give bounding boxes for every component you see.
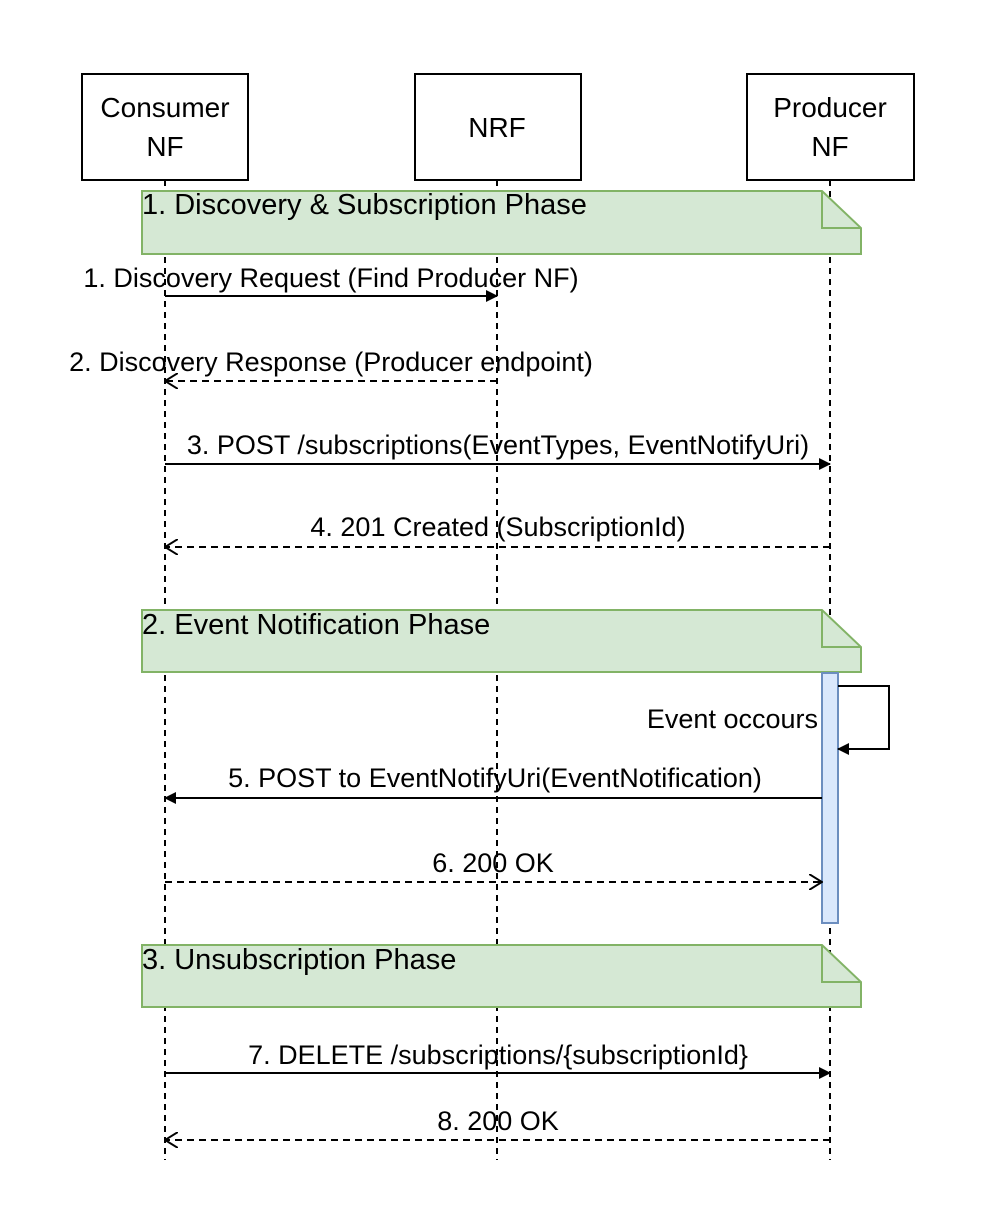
phase-note-1-label: 1. Discovery & Subscription Phase (142, 189, 587, 221)
actor-producer-label-1: Producer (773, 92, 887, 123)
phase-note-2: 2. Event Notification Phase (141, 609, 862, 673)
actor-consumer[interactable]: Consumer NF (81, 73, 249, 181)
actor-nrf-label: NRF (468, 112, 526, 143)
message-self-arrow (837, 685, 890, 755)
phase-note-1: 1. Discovery & Subscription Phase (141, 189, 862, 255)
phase-note-2-label: 2. Event Notification Phase (142, 609, 490, 641)
actor-consumer-label-1: Consumer (100, 92, 229, 123)
message-self-label: Event occours (647, 704, 818, 734)
message-2-label: 2. Discovery Response (Producer endpoint… (69, 347, 593, 377)
phase-note-3-label: 3. Unsubscription Phase (142, 944, 456, 976)
actor-nrf[interactable]: NRF (414, 73, 582, 181)
actor-producer[interactable]: Producer NF (746, 73, 915, 181)
phase-note-3: 3. Unsubscription Phase (141, 944, 862, 1008)
actor-consumer-label-2: NF (146, 131, 183, 162)
message-7-label: 7. DELETE /subscriptions/{subscriptionId… (248, 1040, 748, 1070)
actor-producer-label-2: NF (811, 131, 848, 162)
message-1-label: 1. Discovery Request (Find Producer NF) (83, 263, 578, 293)
message-8-label: 8. 200 OK (437, 1106, 559, 1136)
message-6-label: 6. 200 OK (432, 848, 554, 878)
message-5-label: 5. POST to EventNotifyUri(EventNotificat… (228, 763, 762, 793)
activation-producer (821, 672, 839, 924)
message-4-label: 4. 201 Created (SubscriptionId) (310, 512, 685, 542)
message-3-label: 3. POST /subscriptions(EventTypes, Event… (187, 430, 809, 460)
